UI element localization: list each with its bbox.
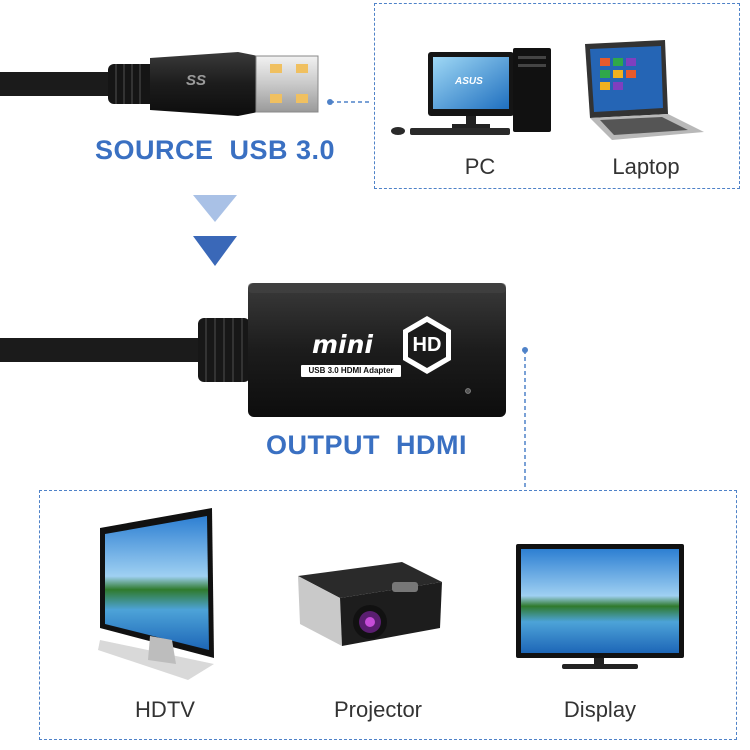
connector-line-output <box>522 347 528 490</box>
usb-ss-logo: SS <box>186 72 207 89</box>
display-label: Display <box>563 697 637 722</box>
hdtv-icon <box>98 508 214 680</box>
connector-line-source <box>327 99 372 105</box>
adapter-body <box>248 283 506 417</box>
asus-logo: ASUS <box>455 76 483 87</box>
pc-icon <box>391 48 551 135</box>
hdtv-label: HDTV <box>135 697 195 722</box>
pc-label: PC <box>464 154 496 179</box>
output-heading: OUTPUT HDMI <box>266 430 467 460</box>
laptop-label: Laptop <box>612 154 680 179</box>
output-device-box <box>39 490 737 740</box>
arrow-down-dark-icon <box>193 236 237 266</box>
adapter-brand-word: mini <box>312 330 373 359</box>
adapter-cable <box>0 318 250 382</box>
projector-label: Projector <box>333 697 423 722</box>
arrow-down-light-icon <box>193 195 237 222</box>
projector-icon <box>298 562 442 646</box>
source-heading: SOURCE USB 3.0 <box>95 135 336 165</box>
display-icon <box>516 544 684 669</box>
laptop-icon <box>585 40 704 140</box>
usb-plug-metal <box>255 55 319 113</box>
adapter-caption: USB 3.0 HDMI Adapter <box>301 365 401 377</box>
status-led-icon <box>465 388 471 394</box>
source-device-box <box>374 3 740 189</box>
usb-cable <box>0 52 258 116</box>
adapter-hd-badge: HD <box>412 334 442 356</box>
